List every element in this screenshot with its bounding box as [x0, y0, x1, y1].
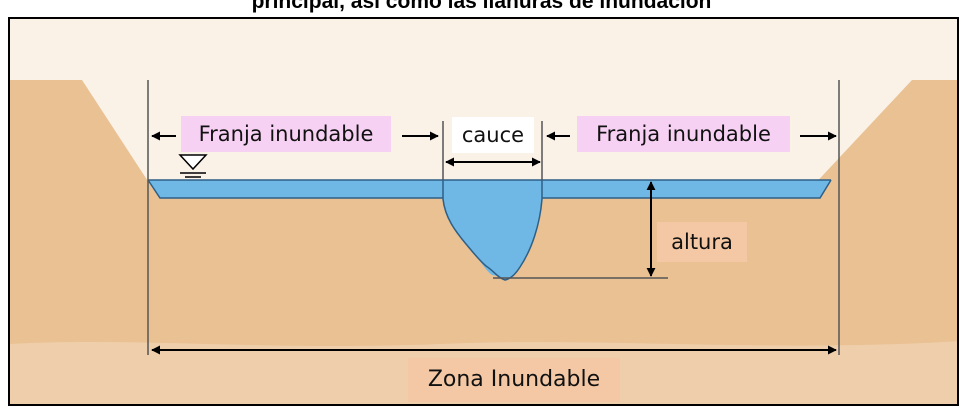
label-cauce: cauce	[452, 117, 534, 153]
water-level-icon	[178, 154, 208, 178]
reference-lines	[147, 80, 840, 355]
water-outline	[147, 179, 832, 281]
channel-water	[443, 180, 542, 280]
label-franja-inundable-right: Franja inundable	[577, 116, 790, 152]
figure-caption: principal, así como las llanuras de inun…	[251, 0, 712, 13]
label-franja-inundable-left: Franja inundable	[181, 116, 391, 152]
label-altura: altura	[657, 222, 747, 262]
label-zona-inundable: Zona Inundable	[408, 358, 620, 402]
floodplain-cross-section	[10, 80, 957, 404]
water-body	[148, 180, 831, 279]
floodplain-diagram: Franja inundable cauce Franja inundable …	[8, 17, 959, 406]
